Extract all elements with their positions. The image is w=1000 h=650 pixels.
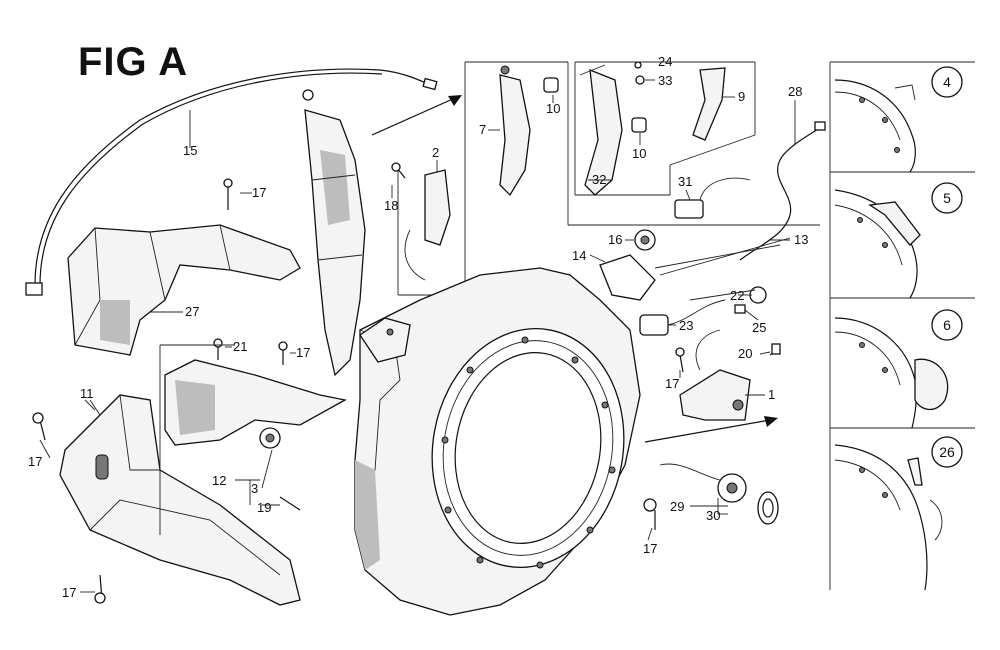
part-25-terminal: [734, 304, 746, 314]
label-15: 15: [183, 143, 197, 158]
screw-17-group: [32, 178, 685, 604]
part-30-ring: [757, 491, 779, 525]
part-11-cover: [59, 394, 301, 606]
inset-badges: 4 5 6 26: [931, 66, 963, 468]
label-17d: 17: [296, 345, 310, 360]
label-33: 33: [658, 73, 672, 88]
label-29: 29: [670, 499, 684, 514]
part-24-33-screws: [634, 61, 645, 85]
label-17e: 17: [665, 376, 679, 391]
arrow-to-detail: [371, 95, 462, 136]
part-22-connector: [689, 286, 767, 304]
inset-label-4: 4: [943, 74, 951, 90]
label-17a: 17: [252, 185, 266, 200]
part-14-switch: [599, 237, 791, 301]
label-11: 11: [80, 386, 94, 401]
part-flywheel-shield: [302, 89, 366, 377]
label-31: 31: [678, 174, 692, 189]
part-15-cable: [25, 68, 438, 296]
label-25: 25: [752, 320, 766, 335]
label-12: 12: [212, 473, 226, 488]
fan-housing: [354, 267, 641, 616]
label-30: 30: [706, 508, 720, 523]
inset-label-5: 5: [943, 190, 951, 206]
part-9-shield: [692, 67, 726, 141]
label-18: 18: [384, 198, 398, 213]
label-19: 19: [257, 500, 271, 515]
part-31-switch: [674, 177, 751, 219]
part-2-ignition-coil: [391, 62, 466, 296]
label-17b: 17: [28, 454, 42, 469]
part-1-module: [679, 329, 751, 421]
inset-badge-5: [931, 182, 963, 214]
label-14: 14: [572, 248, 586, 263]
label-32: 32: [592, 172, 606, 187]
label-17f: 17: [643, 541, 657, 556]
part-29-plug: [659, 463, 747, 503]
label-17c: 17: [62, 585, 76, 600]
label-1: 1: [768, 387, 775, 402]
label-21: 21: [233, 339, 247, 354]
label-27: 27: [185, 304, 199, 319]
label-22: 22: [730, 288, 744, 303]
part-28-wire: [739, 100, 826, 261]
figure-title: FIG A: [78, 40, 189, 84]
part-16-grommet: [634, 229, 656, 251]
part-12-bracket: [159, 344, 347, 535]
part-27-shroud: [67, 224, 301, 356]
top-detail-frame: [465, 61, 820, 226]
label-10b: 10: [632, 146, 646, 161]
part-10-clip: [543, 77, 647, 133]
label-23: 23: [679, 318, 693, 333]
label-7: 7: [479, 122, 486, 137]
leader-lines: [39, 61, 790, 593]
part-number-labels: 15 17 27 11 17 17 21 17 12 3 19 18 2 7 1…: [28, 54, 808, 600]
label-16: 16: [608, 232, 622, 247]
label-24: 24: [658, 54, 672, 69]
label-10a: 10: [546, 101, 560, 116]
inset-label-6: 6: [943, 317, 951, 333]
label-20: 20: [738, 346, 752, 361]
part-32-shield: [579, 64, 623, 196]
inset-badge-6: [931, 309, 963, 341]
arrow-to-insets: [644, 416, 778, 443]
inset-badge-4: [931, 66, 963, 98]
inset-badge-26: [931, 436, 963, 468]
inset-panels: [829, 61, 975, 591]
label-2: 2: [432, 145, 439, 160]
label-13: 13: [794, 232, 808, 247]
label-3: 3: [251, 481, 258, 496]
part-7-shield-small: [499, 65, 531, 197]
label-9: 9: [738, 89, 745, 104]
inset-label-26: 26: [939, 444, 955, 460]
label-28: 28: [788, 84, 802, 99]
part-20-screw: [769, 343, 781, 356]
